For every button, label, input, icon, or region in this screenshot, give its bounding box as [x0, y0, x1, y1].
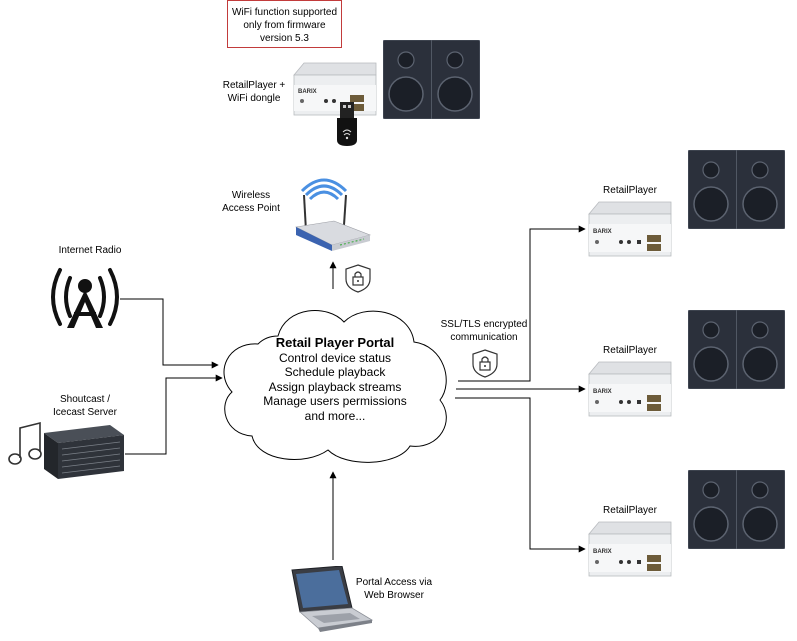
speaker-icon — [688, 310, 785, 389]
retail-player-label: RetailPlayer — [603, 505, 657, 516]
wifi-player-label-line1: RetailPlayer + — [222, 80, 286, 91]
retail-player-label: RetailPlayer — [603, 185, 657, 196]
portal-feature: Assign playback streams — [268, 379, 402, 394]
retail-player-device-icon: BARIX — [588, 201, 672, 257]
access-point-label-line1: Wireless — [231, 190, 271, 201]
shoutcast-label-line1: Shoutcast / — [59, 394, 111, 405]
retail-player-device-icon: BARIX — [588, 361, 672, 417]
shoutcast-label-line2: Icecast Server — [53, 407, 117, 418]
portal-cloud-shape — [223, 310, 447, 463]
device-brand: BARIX — [298, 89, 317, 95]
shield-lock-icon — [345, 264, 371, 293]
ssl-label: SSL/TLS encrypted communication — [436, 318, 532, 344]
radio-tower-icon — [51, 268, 119, 328]
access-point-label: Wireless Access Point — [215, 189, 287, 215]
shield-lock-icon — [472, 349, 498, 378]
speaker-icon — [383, 40, 480, 119]
portal-to-player1-line — [458, 225, 586, 382]
access-point-label-line2: Access Point — [222, 203, 280, 214]
device-brand: BARIX — [593, 229, 612, 235]
internet-radio-label: Internet Radio — [58, 245, 122, 256]
firmware-note-line3: version 5.3 — [260, 33, 309, 44]
ssl-label-line1: SSL/TLS encrypted — [440, 319, 528, 330]
firmware-note: WiFi function supported only from firmwa… — [227, 0, 342, 48]
portal-title: Retail Player Portal — [275, 335, 395, 350]
web-browser-label-line1: Portal Access via — [355, 577, 433, 588]
ssl-label-line2: communication — [450, 332, 518, 343]
firmware-note-line1: WiFi function supported — [231, 7, 338, 18]
portal-feature: and more... — [304, 408, 366, 423]
retail-player-device-icon: BARIX — [293, 62, 377, 116]
server-icon — [44, 425, 124, 479]
web-browser-label: Portal Access via Web Browser — [350, 576, 438, 602]
wireless-router-icon — [295, 178, 371, 251]
radio-to-portal-line — [120, 298, 219, 369]
retail-player-label: RetailPlayer — [603, 345, 657, 356]
firmware-note-line2: only from firmware — [243, 20, 326, 31]
retail-player-device-icon: BARIX — [588, 521, 672, 577]
portal-feature: Schedule playback — [284, 365, 386, 379]
music-note-icon — [8, 421, 42, 465]
shoutcast-label: Shoutcast / Icecast Server — [44, 393, 126, 419]
laptop-icon — [291, 566, 374, 632]
speaker-icon — [688, 150, 785, 229]
wifi-player-label: RetailPlayer + WiFi dongle — [215, 79, 293, 105]
speaker-icon — [688, 470, 785, 549]
wifi-dongle-icon — [337, 102, 357, 146]
web-browser-label-line2: Web Browser — [364, 590, 424, 601]
wifi-player-label-line2: WiFi dongle — [227, 93, 281, 104]
device-brand: BARIX — [593, 389, 612, 395]
device-brand: BARIX — [593, 549, 612, 555]
portal-to-player3-line — [455, 397, 586, 553]
portal-feature: Manage users permissions — [263, 394, 407, 408]
portal-feature: Control device status — [278, 350, 392, 365]
server-to-portal-line — [125, 374, 223, 455]
portal-text-block: Retail Player Portal Control device stat… — [221, 335, 449, 423]
